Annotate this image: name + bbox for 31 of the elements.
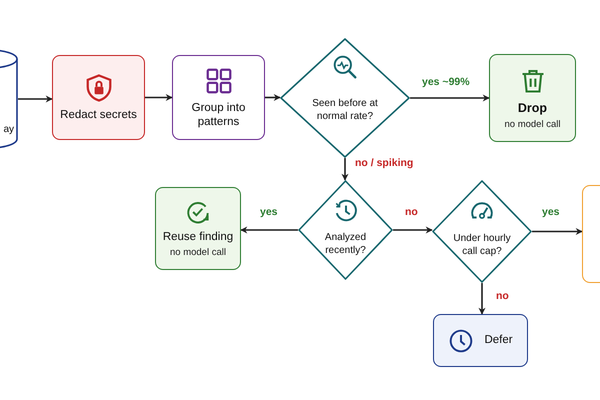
edge-label: yes [540,206,562,218]
node-label: Reuse finding [162,230,234,244]
node-note: no model call [170,247,226,258]
edge-label: yes [258,206,280,218]
arrow [342,158,348,181]
node-label: Defer [484,334,513,348]
arrow [410,94,490,102]
process-box [172,55,265,140]
edge-label: no / spiking [353,157,416,169]
node-label: Group into patterns [190,102,246,130]
node-label: Analyzed recently? [324,232,368,257]
arrow [532,228,583,235]
process-box [52,55,145,140]
node-label: Under hourly call cap? [452,233,512,258]
arrow [145,94,173,101]
arrow [265,94,281,101]
arrow [240,226,298,234]
arrow [478,283,486,315]
arrow [393,226,433,234]
arrow [18,96,53,102]
node-label: Redact secrets [60,108,137,122]
edge-label: no [403,206,420,218]
outcome-box [155,187,241,270]
outcome-box [489,54,576,142]
node-label: ay [3,124,14,136]
node-label: Drop [518,100,548,116]
edge-label: yes ~99% [420,76,472,88]
node-label: Seen before at normal rate? [311,98,379,123]
process-box [433,314,528,367]
node-note: no model call [504,118,560,130]
edge-label: no [494,290,511,302]
